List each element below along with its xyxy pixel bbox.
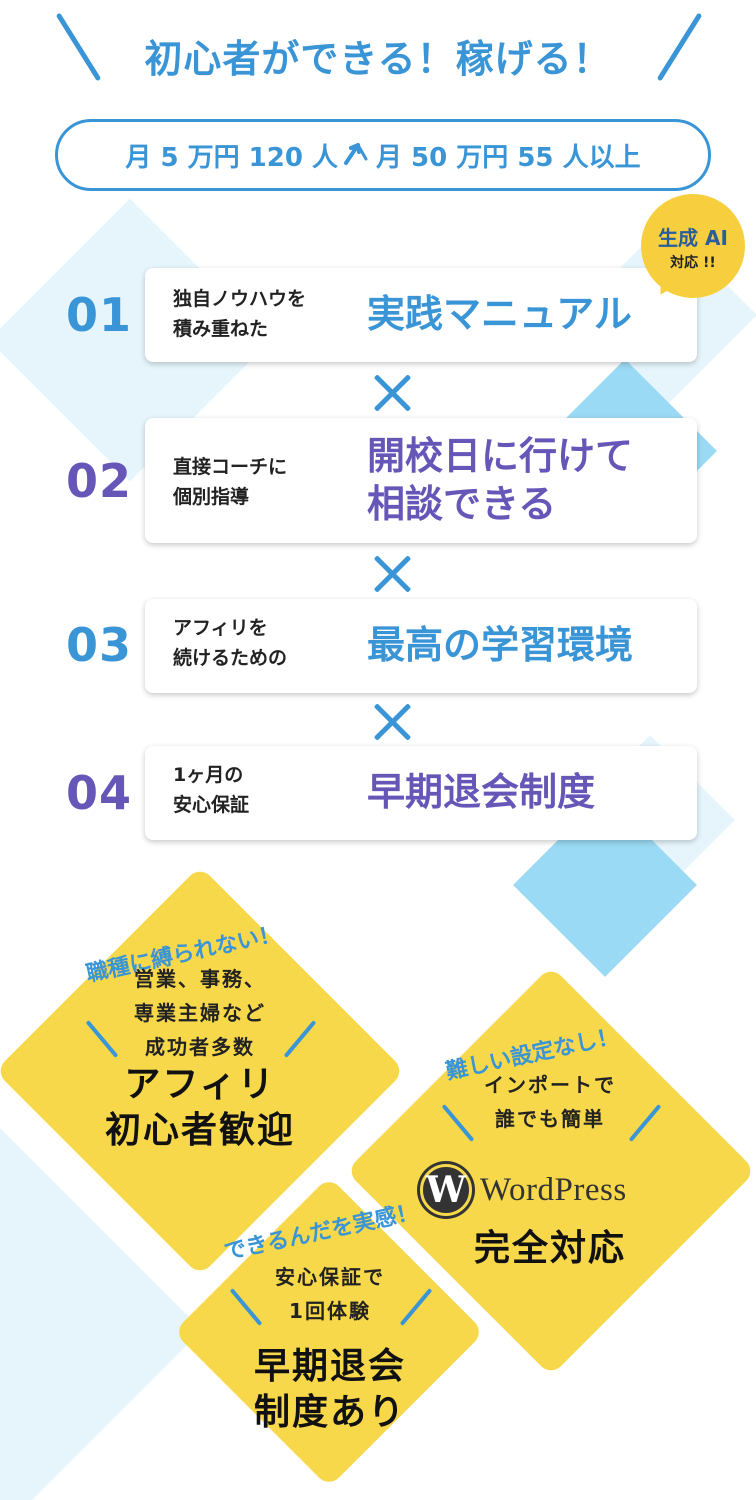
up-arrow-icon xyxy=(342,137,372,174)
feature-card-01: 独自ノウハウを積み重ねた 実践マニュアル xyxy=(145,268,697,362)
headline: 初心者ができる！稼げる！ xyxy=(144,37,612,81)
diamond-sub: 営業、事務、 専業主婦など 成功者多数 xyxy=(134,967,266,1059)
feature-number: 03 xyxy=(66,618,133,672)
feature-sub: 独自ノウハウを積み重ねた xyxy=(173,288,307,340)
times-icon xyxy=(370,371,414,415)
stats-right: 月 50 万円 55 人以上 xyxy=(376,142,641,173)
diamond-sub: 安心保証で 1回体験 xyxy=(275,1265,385,1323)
feature-title: 開校日に行けて相談できる xyxy=(367,434,634,526)
feature-sub: 1ヶ月の安心保証 xyxy=(173,764,250,816)
feature-number: 02 xyxy=(66,454,133,508)
badge-line1: 生成 AI xyxy=(658,226,728,250)
wordpress-wordmark: WordPress xyxy=(480,1171,627,1208)
feature-title: 早期退会制度 xyxy=(367,770,596,814)
diamond-main: 完全対応 xyxy=(473,1228,626,1269)
feature-card-03: アフィリを続けるための 最高の学習環境 xyxy=(145,599,697,693)
feature-number: 04 xyxy=(66,766,133,820)
diamond-main: アフィリ 初心者歓迎 xyxy=(104,1064,295,1151)
diamond-main: 早期退会 制度あり xyxy=(253,1346,406,1433)
feature-title: 実践マニュアル xyxy=(367,292,632,336)
stats-left: 月 5 万円 120 人 xyxy=(125,142,338,173)
feature-card-04: 1ヶ月の安心保証 早期退会制度 xyxy=(145,746,697,840)
stats-pill: 月 5 万円 120 人 月 50 万円 55 人以上 xyxy=(55,119,711,191)
feature-card-02: 直接コーチに個別指導 開校日に行けて相談できる xyxy=(145,418,697,543)
ai-badge: 生成 AI 対応 !! xyxy=(641,194,745,300)
diamond-sub: インポートで 誰でも簡単 xyxy=(484,1073,616,1131)
feature-sub: アフィリを続けるための xyxy=(173,617,288,669)
times-icon xyxy=(370,552,414,596)
feature-sub: 直接コーチに個別指導 xyxy=(173,456,288,508)
wordpress-logo-icon: W xyxy=(420,1164,472,1216)
feature-number: 01 xyxy=(66,288,133,342)
badge-line2: 対応 !! xyxy=(670,255,716,271)
feature-title: 最高の学習環境 xyxy=(367,623,634,667)
times-icon xyxy=(370,700,414,744)
wordpress-logo: W WordPress xyxy=(420,1164,627,1216)
